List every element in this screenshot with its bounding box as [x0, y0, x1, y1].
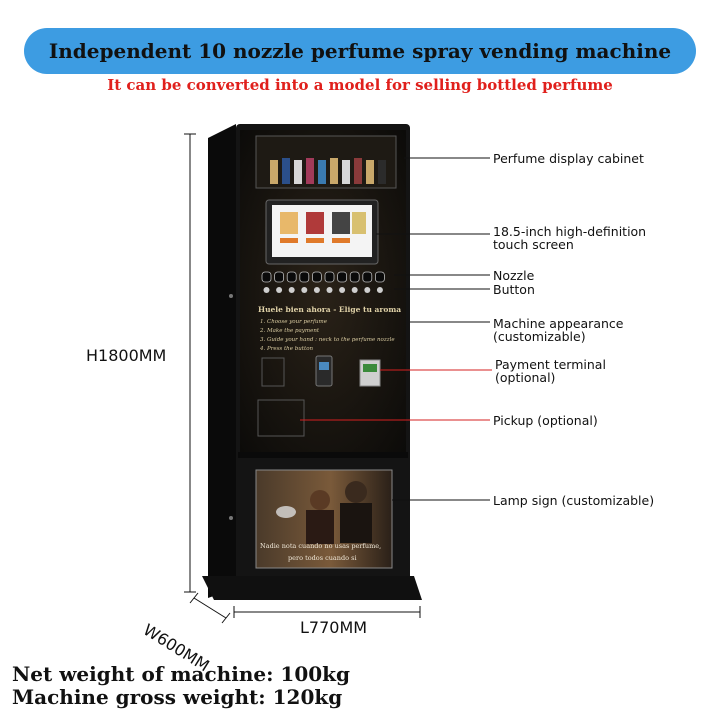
panel-step-2: 2. Make the payment — [259, 328, 320, 334]
left-slot — [261, 357, 285, 387]
lamp-figure-man — [345, 481, 367, 503]
spray-button[interactable] — [313, 287, 320, 293]
perfume-bottles — [270, 158, 386, 184]
card-reader-screen — [319, 362, 329, 370]
spray-button[interactable] — [376, 287, 383, 293]
pickup-door — [257, 399, 305, 437]
nozzle-icon — [274, 271, 285, 283]
panel-step-1: 1. Choose your perfume — [260, 319, 328, 325]
payment-terminal — [359, 359, 381, 387]
label-lamp-sign: Lamp sign (customizable) — [493, 493, 655, 508]
panel-step-4: 4. Press the button — [259, 346, 314, 352]
gross-weight: Machine gross weight: 120kg — [12, 685, 343, 709]
spray-button[interactable] — [339, 287, 346, 293]
spray-button[interactable] — [263, 287, 270, 293]
nozzle-icon — [337, 271, 348, 283]
label-display-cabinet: Perfume display cabinet — [493, 151, 644, 166]
panel-divider — [238, 452, 408, 458]
title-banner: Independent 10 nozzle perfume spray vend… — [24, 28, 696, 74]
page-subtitle: It can be converted into a model for sel… — [107, 76, 613, 94]
label-pickup: Pickup (optional) — [493, 413, 598, 428]
lamp-caption-2: pero todos cuando si — [288, 554, 357, 562]
spray-button[interactable] — [326, 287, 333, 293]
nozzle-icon — [286, 271, 297, 283]
net-weight: Net weight of machine: 100kg — [12, 662, 351, 686]
lamp-figure-woman — [310, 490, 330, 510]
label-appearance-1: Machine appearance — [493, 316, 624, 331]
card-reader — [315, 355, 333, 387]
length-label: L770MM — [300, 618, 368, 637]
nozzle-row — [261, 271, 385, 283]
touch-screen-products — [280, 212, 366, 243]
nozzle-icon — [299, 271, 310, 283]
nozzle-icon — [374, 271, 385, 283]
label-payment-2: (optional) — [495, 370, 556, 385]
label-button: Button — [493, 282, 535, 297]
nozzle-icon — [324, 271, 335, 283]
label-touch-screen-1: 18.5-inch high-definition — [493, 224, 647, 239]
nozzle-icon — [349, 271, 360, 283]
panel-heading: Huele bien ahora - Elige tu aroma — [258, 305, 401, 314]
label-appearance-2: (customizable) — [493, 329, 586, 344]
nozzle-icon — [311, 271, 322, 283]
nozzle-icon — [362, 271, 373, 283]
machine-base — [202, 576, 422, 600]
label-touch-screen-2: touch screen — [493, 237, 574, 252]
page-title: Independent 10 nozzle perfume spray vend… — [48, 39, 672, 63]
spray-button[interactable] — [276, 287, 283, 293]
label-payment-1: Payment terminal — [495, 357, 606, 372]
lamp-caption-1: Nadie nota cuando no usas perfume, — [260, 542, 381, 550]
spray-button[interactable] — [351, 287, 358, 293]
spray-button[interactable] — [364, 287, 371, 293]
machine-side-panel — [208, 124, 236, 598]
height-label: H1800MM — [86, 346, 167, 365]
payment-terminal-screen — [363, 364, 377, 372]
button-row — [263, 287, 383, 293]
width-dimension-line — [193, 597, 227, 619]
lamp-spray-mist — [276, 506, 296, 518]
panel-step-3: 3. Guide your hand : neck to the perfume… — [260, 337, 395, 343]
spray-button[interactable] — [301, 287, 308, 293]
spray-button[interactable] — [288, 287, 295, 293]
nozzle-icon — [261, 271, 272, 283]
label-nozzle: Nozzle — [493, 268, 535, 283]
